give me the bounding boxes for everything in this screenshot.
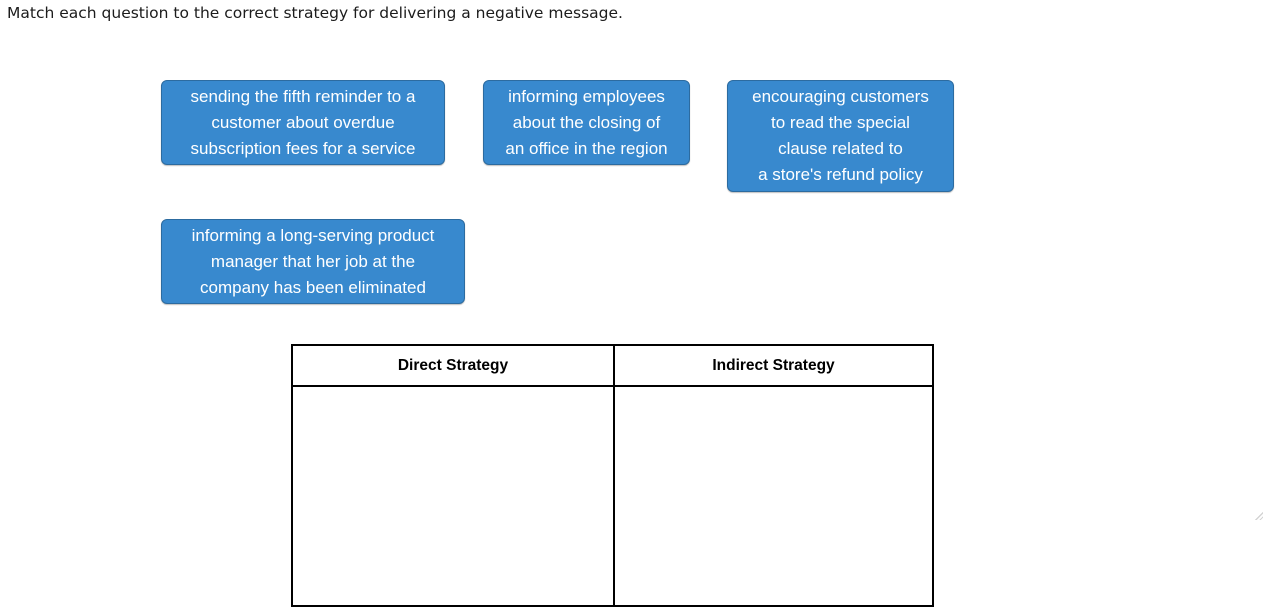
resize-handle-icon[interactable] bbox=[1254, 511, 1263, 520]
question-tile-job-eliminated[interactable]: informing a long-serving product manager… bbox=[161, 219, 465, 304]
strategy-table-header-row: Direct Strategy Indirect Strategy bbox=[291, 344, 934, 387]
indirect-strategy-dropzone[interactable] bbox=[613, 385, 934, 607]
question-tile-office-closing[interactable]: informing employees about the closing of… bbox=[483, 80, 690, 165]
direct-strategy-dropzone[interactable] bbox=[291, 385, 615, 607]
question-tile-refund-policy-clause[interactable]: encouraging customers to read the specia… bbox=[727, 80, 954, 192]
strategy-table: Direct Strategy Indirect Strategy bbox=[291, 344, 934, 607]
column-header-indirect-strategy: Indirect Strategy bbox=[613, 344, 934, 387]
strategy-table-body-row bbox=[291, 385, 934, 607]
column-header-direct-strategy: Direct Strategy bbox=[291, 344, 615, 387]
question-tile-overdue-subscription-reminder[interactable]: sending the fifth reminder to a customer… bbox=[161, 80, 445, 165]
instruction-text: Match each question to the correct strat… bbox=[7, 4, 623, 22]
